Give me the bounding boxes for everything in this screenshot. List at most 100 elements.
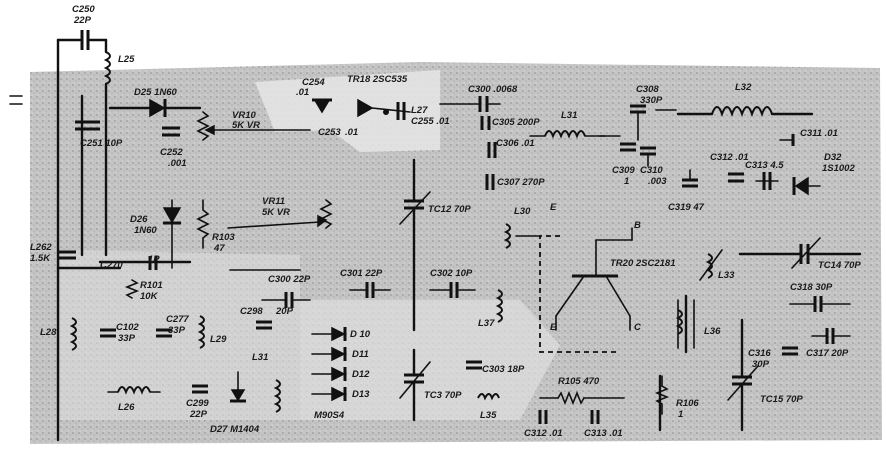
component-label: M90S4 xyxy=(314,410,345,421)
c303-capacitor: C303 18P xyxy=(466,360,525,375)
d25-diode: D25 1N60 xyxy=(108,87,202,118)
component-label: C312 .01 xyxy=(710,152,749,163)
component-label: 1N60 xyxy=(134,225,157,236)
c270-capacitor: C270 1P xyxy=(98,254,192,271)
component-label: TR18 2SC535 xyxy=(347,74,408,85)
component-label: L31 xyxy=(561,110,577,121)
component-label: 1P xyxy=(148,254,160,265)
component-label: E xyxy=(550,322,557,333)
component-label: C253 xyxy=(318,127,341,138)
c318-capacitor: C318 30P xyxy=(789,282,851,312)
component-label: 20P xyxy=(275,306,294,317)
component-label: C254 xyxy=(302,77,325,88)
copper-region-lower xyxy=(300,300,560,420)
component-label: C300 .0068 xyxy=(468,84,518,95)
component-label: TR20 2SC2181 xyxy=(610,258,675,269)
component-label: TC3 70P xyxy=(424,390,462,401)
component-label: 10K xyxy=(140,291,159,302)
tr20-transistor: E B E C TR20 2SC2181 xyxy=(539,202,675,353)
l262-inductor: L262 1.5K xyxy=(30,242,76,264)
l31b-inductor: L31 xyxy=(252,352,281,413)
component-label: C302 10P xyxy=(430,268,473,279)
tr18-transistor: TR18 2SC535 C254 .01 C253 .01 L27 C255 .… xyxy=(296,74,450,138)
component-label: .001 xyxy=(168,158,187,169)
component-label: D12 xyxy=(352,369,370,380)
component-label: L28 xyxy=(40,327,57,338)
component-label: 30P xyxy=(752,359,770,370)
component-label: L30 xyxy=(514,206,531,217)
component-label: 22P xyxy=(73,15,92,26)
component-label: L31 xyxy=(252,352,268,363)
l35-inductor: L35 xyxy=(477,393,500,421)
component-label: C306 .01 xyxy=(496,138,535,149)
l30-inductor: L30 xyxy=(503,206,531,249)
component-label: C300 22P xyxy=(268,274,311,285)
component-label: .003 xyxy=(648,176,667,187)
component-label: C252 xyxy=(160,147,183,158)
component-label: .01 xyxy=(345,127,358,138)
c299-capacitor: C299 22P xyxy=(186,384,209,420)
component-label: VR11 xyxy=(262,196,285,207)
r101-resistor: R101 10K xyxy=(124,279,163,302)
component-label: C307 270P xyxy=(497,177,545,188)
component-label: L25 xyxy=(118,54,135,65)
component-label: C255 .01 xyxy=(411,116,450,127)
component-label: 1 xyxy=(624,176,629,187)
component-label: C310 xyxy=(640,165,663,176)
c298-capacitor: C298 20P xyxy=(240,306,294,330)
component-label: C313 4.5 xyxy=(745,160,784,171)
c251-capacitor: C251 10P xyxy=(75,120,123,149)
component-label: C270 xyxy=(100,260,123,271)
component-label: .01 xyxy=(296,87,309,98)
component-label: L37 xyxy=(478,318,495,329)
c313b-capacitor: C313 .01 xyxy=(584,410,623,439)
tc3-trimmer: TC3 70P xyxy=(399,348,462,422)
c102-capacitor: C102 33P xyxy=(100,322,139,344)
component-label: C301 22P xyxy=(340,268,383,279)
tc14-trimmer: TC14 70P xyxy=(738,237,861,271)
component-label: 1S1002 xyxy=(822,163,855,174)
component-label: D 10 xyxy=(350,329,371,340)
component-label: C308 xyxy=(636,84,659,95)
c310-capacitor: C310 .003 xyxy=(640,146,667,187)
c301-capacitor: C301 22P xyxy=(340,268,391,298)
component-label: C309 xyxy=(612,165,635,176)
c312b-capacitor: C312 .01 xyxy=(524,410,563,439)
component-label: D13 xyxy=(352,389,370,400)
component-label: L262 xyxy=(30,242,52,253)
component-label: L36 xyxy=(704,326,721,337)
component-label: C316 xyxy=(748,348,771,359)
component-label: C251 10P xyxy=(80,138,123,149)
component-label: L29 xyxy=(210,334,227,345)
component-label: C303 18P xyxy=(482,364,525,375)
misc-wiring xyxy=(9,94,677,432)
c302-capacitor: C302 10P xyxy=(429,268,476,298)
component-label: C318 30P xyxy=(790,282,833,293)
component-label: TC15 70P xyxy=(760,394,803,405)
component-label: C305 200P xyxy=(492,117,540,128)
c317-capacitor: C317 20P xyxy=(806,328,851,359)
l33-inductor: L33 xyxy=(699,249,735,281)
component-label: D11 xyxy=(352,349,369,360)
component-label: R105 470 xyxy=(558,376,600,387)
copper-region-upper xyxy=(255,70,440,152)
r105-resistor: R105 470 xyxy=(539,376,625,406)
pcb-board xyxy=(30,62,882,444)
c312-capacitor: C312 .01 xyxy=(710,152,749,183)
d32-diode: D32 1S1002 xyxy=(792,152,855,196)
component-label: D26 xyxy=(130,214,148,225)
component-label: 1.5K xyxy=(30,253,51,264)
component-label: L26 xyxy=(118,402,135,413)
component-label: 1 xyxy=(678,409,683,420)
component-label: D32 xyxy=(824,152,842,163)
component-label: C250 xyxy=(72,4,95,15)
component-label: 22P xyxy=(189,409,208,420)
l28-inductor: L28 xyxy=(40,317,77,351)
component-label: C298 xyxy=(240,306,263,317)
diode-array: D 10 D11 D12 D13 M90S4 xyxy=(311,326,371,421)
component-label: 47 xyxy=(213,243,225,254)
component-label: D27 M1404 xyxy=(210,424,260,435)
c307-capacitor: C307 270P xyxy=(485,174,545,190)
c313-capacitor: C313 4.5 xyxy=(745,160,784,190)
